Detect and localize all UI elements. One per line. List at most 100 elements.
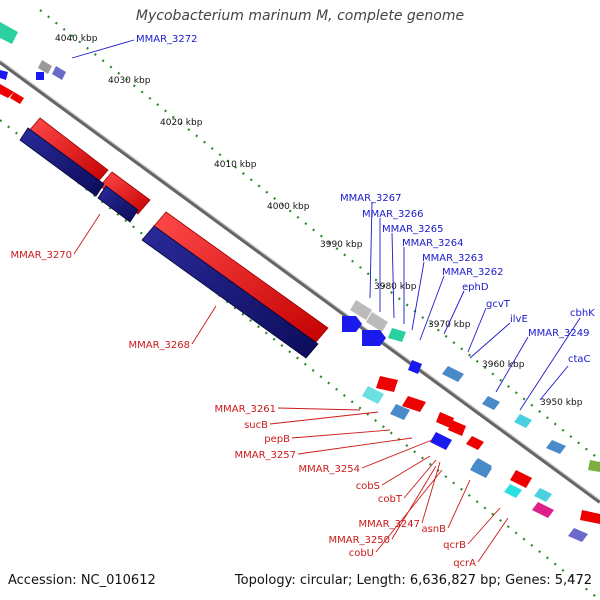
gene-cyan-1 xyxy=(504,484,522,498)
gene-gcvT xyxy=(442,366,464,382)
feature-mmar-3268-navy xyxy=(141,225,319,359)
scale-label-4010-kbp: 4010 kbp xyxy=(214,160,257,170)
gene-pepB-red xyxy=(402,396,426,412)
map-title: Mycobacterium marinum M, complete genome xyxy=(135,8,465,24)
gene-label-mmar-3247[interactable]: MMAR_3247 xyxy=(359,519,421,530)
gene-3267-gray xyxy=(350,300,372,320)
gene-cobS-blue xyxy=(430,432,452,450)
gene-label-mmar-3272[interactable]: MMAR_3272 xyxy=(136,34,198,45)
gene-label-mmar-3262[interactable]: MMAR_3262 xyxy=(442,267,504,278)
gene-3264-blue xyxy=(362,330,386,346)
leader-line-cobs xyxy=(381,455,431,486)
leader-line-asnb xyxy=(447,479,471,529)
gene-3254-red-1 xyxy=(436,412,454,428)
scale-label-4000-kbp: 4000 kbp xyxy=(267,202,310,212)
scale-label-3950-kbp: 3950 kbp xyxy=(540,398,583,408)
gene-label-cobu[interactable]: cobU xyxy=(349,548,374,559)
scale-track-inner xyxy=(0,119,600,600)
gene-label-cobs[interactable]: cobS xyxy=(356,481,380,492)
feature-navy-2 xyxy=(97,185,139,223)
gene-label-sucb[interactable]: sucB xyxy=(244,420,268,431)
scale-label-3970-kbp: 3970 kbp xyxy=(428,320,471,330)
gene-right-purple xyxy=(568,528,588,542)
gene-label-ilve[interactable]: ilvE xyxy=(510,314,528,325)
gene-label-mmar-3265[interactable]: MMAR_3265 xyxy=(382,224,444,235)
backbone-line xyxy=(0,60,600,504)
leader-line-mmar-3247 xyxy=(421,461,441,524)
gene-label-asnb[interactable]: asnB xyxy=(421,524,446,535)
gene-label-mmar-3264[interactable]: MMAR_3264 xyxy=(402,238,464,249)
leader-line-mmar-3263 xyxy=(411,261,425,331)
leader-line-mmar-3262 xyxy=(419,275,445,341)
gene-3254-red-2 xyxy=(448,420,466,436)
gene-cobT-red xyxy=(466,436,484,450)
leader-line-cobu xyxy=(375,469,443,553)
leader-line-mmar-3270 xyxy=(73,213,101,255)
gene-cbhK xyxy=(514,414,532,428)
gene-qcrA-cyan xyxy=(534,488,552,502)
scale-track xyxy=(0,9,600,600)
leader-line-qcra xyxy=(477,517,509,563)
large-features xyxy=(19,117,329,359)
scale-label-3990-kbp: 3990 kbp xyxy=(320,240,363,250)
gene-label-mmar-3266[interactable]: MMAR_3266 xyxy=(362,209,424,220)
topology-text: Topology: circular; Length: 6,636,827 bp… xyxy=(234,573,592,588)
leader-line-mmar-3272 xyxy=(71,39,135,59)
accession-text: Accession: NC_010612 xyxy=(8,573,156,588)
gene-3265-blue xyxy=(342,316,362,332)
gene-label-mmar-3249[interactable]: MMAR_3249 xyxy=(528,328,590,339)
feature-mmar-3268-red xyxy=(153,211,329,343)
backbone-highlight xyxy=(0,59,600,501)
gene-ilvE xyxy=(482,396,500,410)
gene-label-pepb[interactable]: pepB xyxy=(264,434,290,445)
gene-label-mmar-3267[interactable]: MMAR_3267 xyxy=(340,193,402,204)
gene-3272-blue xyxy=(36,72,44,80)
gene-asnB-steel xyxy=(470,460,492,478)
leader-line-mmar-3257 xyxy=(297,437,413,455)
gene-3272-gray xyxy=(38,60,52,74)
gene-label-mmar-3261[interactable]: MMAR_3261 xyxy=(215,404,277,415)
gene-label-qcra[interactable]: qcrA xyxy=(453,558,476,569)
gene-3266-gray xyxy=(366,312,388,332)
gene-label-qcrb[interactable]: qcrB xyxy=(443,540,466,551)
gene-right-olive xyxy=(588,460,600,472)
leader-line-mmar-3261 xyxy=(277,407,361,411)
gene-3261-red xyxy=(376,376,398,392)
gene-label-mmar-3250[interactable]: MMAR_3250 xyxy=(329,535,391,546)
gene-label-mmar-3268[interactable]: MMAR_3268 xyxy=(129,340,191,351)
leader-line-mmar-3265 xyxy=(391,232,395,319)
genome-backbone xyxy=(0,59,600,504)
gene-label-cbhk[interactable]: cbhK xyxy=(570,308,595,319)
gene-label-gcvt[interactable]: gcvT xyxy=(486,299,511,310)
gene-label-ephd[interactable]: ephD xyxy=(462,282,489,293)
gene-magenta xyxy=(532,502,554,518)
blue-gene-labels: MMAR_3272MMAR_3267MMAR_3266MMAR_3265MMAR… xyxy=(71,34,595,411)
gene-sucB-cyan xyxy=(362,386,384,404)
leader-line-ctac xyxy=(539,365,569,401)
gene-top-left-teal xyxy=(0,22,18,44)
gene-label-mmar-3263[interactable]: MMAR_3263 xyxy=(422,253,484,264)
leader-line-gcvt xyxy=(467,307,487,353)
gene-features xyxy=(0,22,600,542)
leader-line-ephd xyxy=(443,290,465,335)
leader-line-cobt xyxy=(403,459,437,499)
leader-line-mmar-3249 xyxy=(495,336,529,393)
leader-line-sucb xyxy=(269,411,379,425)
gene-top-left-blue xyxy=(0,70,8,80)
gene-right-red-1 xyxy=(580,510,600,524)
leader-line-qcrb xyxy=(467,507,501,545)
gene-label-ctac[interactable]: ctaC xyxy=(568,354,591,365)
gene-label-mmar-3254[interactable]: MMAR_3254 xyxy=(299,464,361,475)
gene-left-red-2 xyxy=(10,92,24,104)
leader-line-mmar-3250 xyxy=(391,465,437,540)
gene-label-mmar-3257[interactable]: MMAR_3257 xyxy=(235,450,297,461)
gene-label-mmar-3270[interactable]: MMAR_3270 xyxy=(11,250,73,261)
scale-label-4030-kbp: 4030 kbp xyxy=(108,76,151,86)
leader-line-cbhk xyxy=(519,317,581,411)
gene-3257-steel xyxy=(390,404,410,420)
feature-mmar-3270-red-b xyxy=(99,171,151,215)
gene-ephD-blue xyxy=(408,360,422,374)
leader-line-ilve xyxy=(469,322,511,359)
gene-label-cobt[interactable]: cobT xyxy=(378,494,403,505)
scale-label-4020-kbp: 4020 kbp xyxy=(160,118,203,128)
